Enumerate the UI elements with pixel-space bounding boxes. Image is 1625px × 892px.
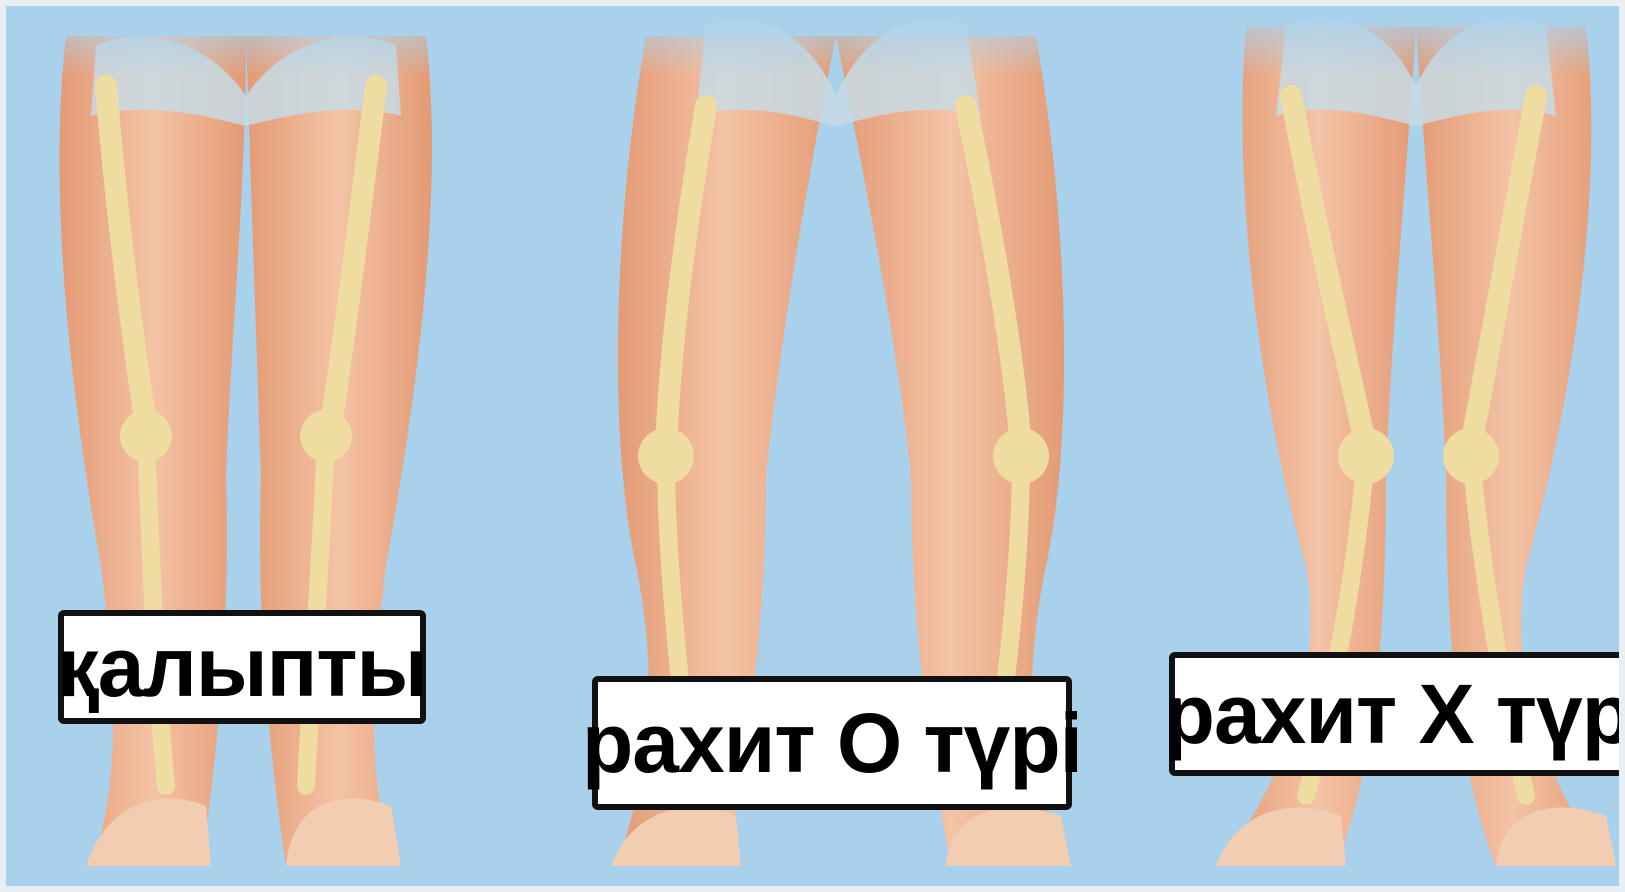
x-left-foot [1216, 808, 1346, 866]
label-rickets-x-text: рахит Х түрі [1164, 672, 1619, 756]
o-right-knee [993, 428, 1049, 484]
o-left-knee [638, 428, 694, 484]
label-rickets-o-text: рахит О түрі [582, 701, 1082, 785]
label-normal-text: қалыпты [57, 625, 427, 709]
top-fade [6, 6, 1619, 76]
label-normal: қалыпты [58, 610, 426, 724]
normal-right-knee [300, 410, 352, 462]
illustration-frame: қалыпты рахит О түрі рахит Х түрі [6, 6, 1619, 886]
x-right-knee [1443, 428, 1499, 484]
normal-legs-figure [59, 36, 431, 866]
label-rickets-o: рахит О түрі [592, 676, 1072, 810]
normal-left-knee [120, 410, 172, 462]
label-rickets-x: рахит Х түрі [1169, 652, 1619, 776]
x-left-knee [1338, 428, 1394, 484]
normal-left-foot [86, 799, 211, 867]
o-left-foot [611, 808, 741, 866]
